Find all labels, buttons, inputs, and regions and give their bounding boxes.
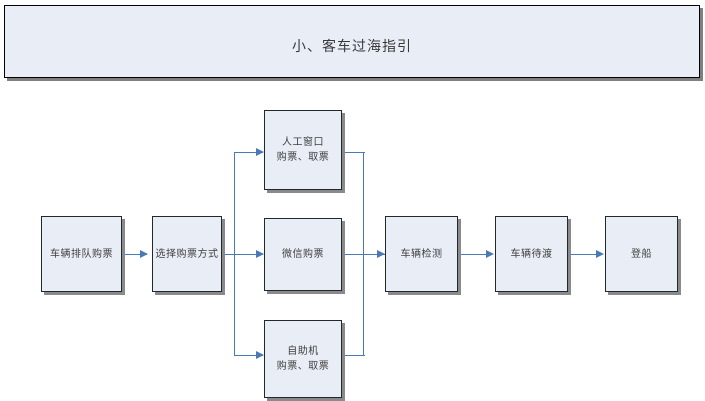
node-queue-buy-ticket[interactable]: 车辆排队购票 bbox=[41, 216, 122, 292]
connector-trunk-to-kiosk bbox=[234, 355, 263, 356]
node-vehicle-inspection[interactable]: 车辆检测 bbox=[385, 216, 458, 292]
node-label-line1: 车辆待渡 bbox=[510, 248, 553, 260]
arrowhead-waiting-to-boarding bbox=[596, 249, 604, 258]
connector-choose-to-trunk bbox=[222, 254, 235, 255]
arrowhead-merge-to-inspection bbox=[377, 249, 385, 258]
node-label-line1: 车辆检测 bbox=[400, 248, 443, 260]
node-boarding[interactable]: 登船 bbox=[605, 216, 678, 292]
connector-queue-to-choose bbox=[125, 254, 147, 255]
node-label-line2: 购票、取票 bbox=[276, 152, 330, 163]
connector-trunk-to-manual bbox=[234, 152, 263, 153]
header-banner: 小、客车过海指引 bbox=[4, 5, 700, 78]
connector-inspection-to-waiting bbox=[461, 254, 489, 255]
arrowhead-queue-to-choose bbox=[140, 249, 148, 258]
connector-merge-to-inspection bbox=[363, 254, 385, 255]
node-label-line1: 登船 bbox=[631, 248, 652, 260]
connector-waiting-to-boarding bbox=[571, 254, 599, 255]
node-label-line1: 人工窗口 bbox=[282, 137, 324, 148]
page-title: 小、客车过海指引 bbox=[292, 38, 412, 54]
connector-wechat-to-merge bbox=[342, 254, 365, 255]
node-wechat-ticket[interactable]: 微信购票 bbox=[264, 218, 342, 291]
connector-kiosk-to-merge bbox=[342, 355, 365, 356]
node-self-service-kiosk[interactable]: 自助机 购票、取票 bbox=[264, 320, 342, 398]
branch-trunk-vertical bbox=[234, 152, 235, 355]
arrowhead-inspection-to-waiting bbox=[486, 249, 494, 258]
connector-manual-to-merge bbox=[342, 152, 365, 153]
node-label-line1: 自助机 bbox=[287, 346, 319, 357]
merge-trunk-vertical bbox=[363, 152, 364, 355]
node-label-line2: 购票、取票 bbox=[276, 361, 330, 372]
node-vehicle-waiting[interactable]: 车辆待渡 bbox=[495, 216, 568, 292]
arrowhead-trunk-to-manual bbox=[256, 147, 264, 156]
node-manual-counter[interactable]: 人工窗口 购票、取票 bbox=[264, 110, 342, 190]
node-label-line1: 车辆排队购票 bbox=[50, 248, 113, 260]
arrowhead-trunk-to-kiosk bbox=[256, 350, 264, 359]
arrowhead-trunk-to-wechat bbox=[256, 249, 264, 258]
connector-trunk-to-wechat bbox=[234, 254, 263, 255]
node-label-line1: 微信购票 bbox=[282, 249, 324, 260]
node-label-line1: 选择购票方式 bbox=[155, 248, 219, 260]
node-choose-method[interactable]: 选择购票方式 bbox=[152, 216, 222, 292]
